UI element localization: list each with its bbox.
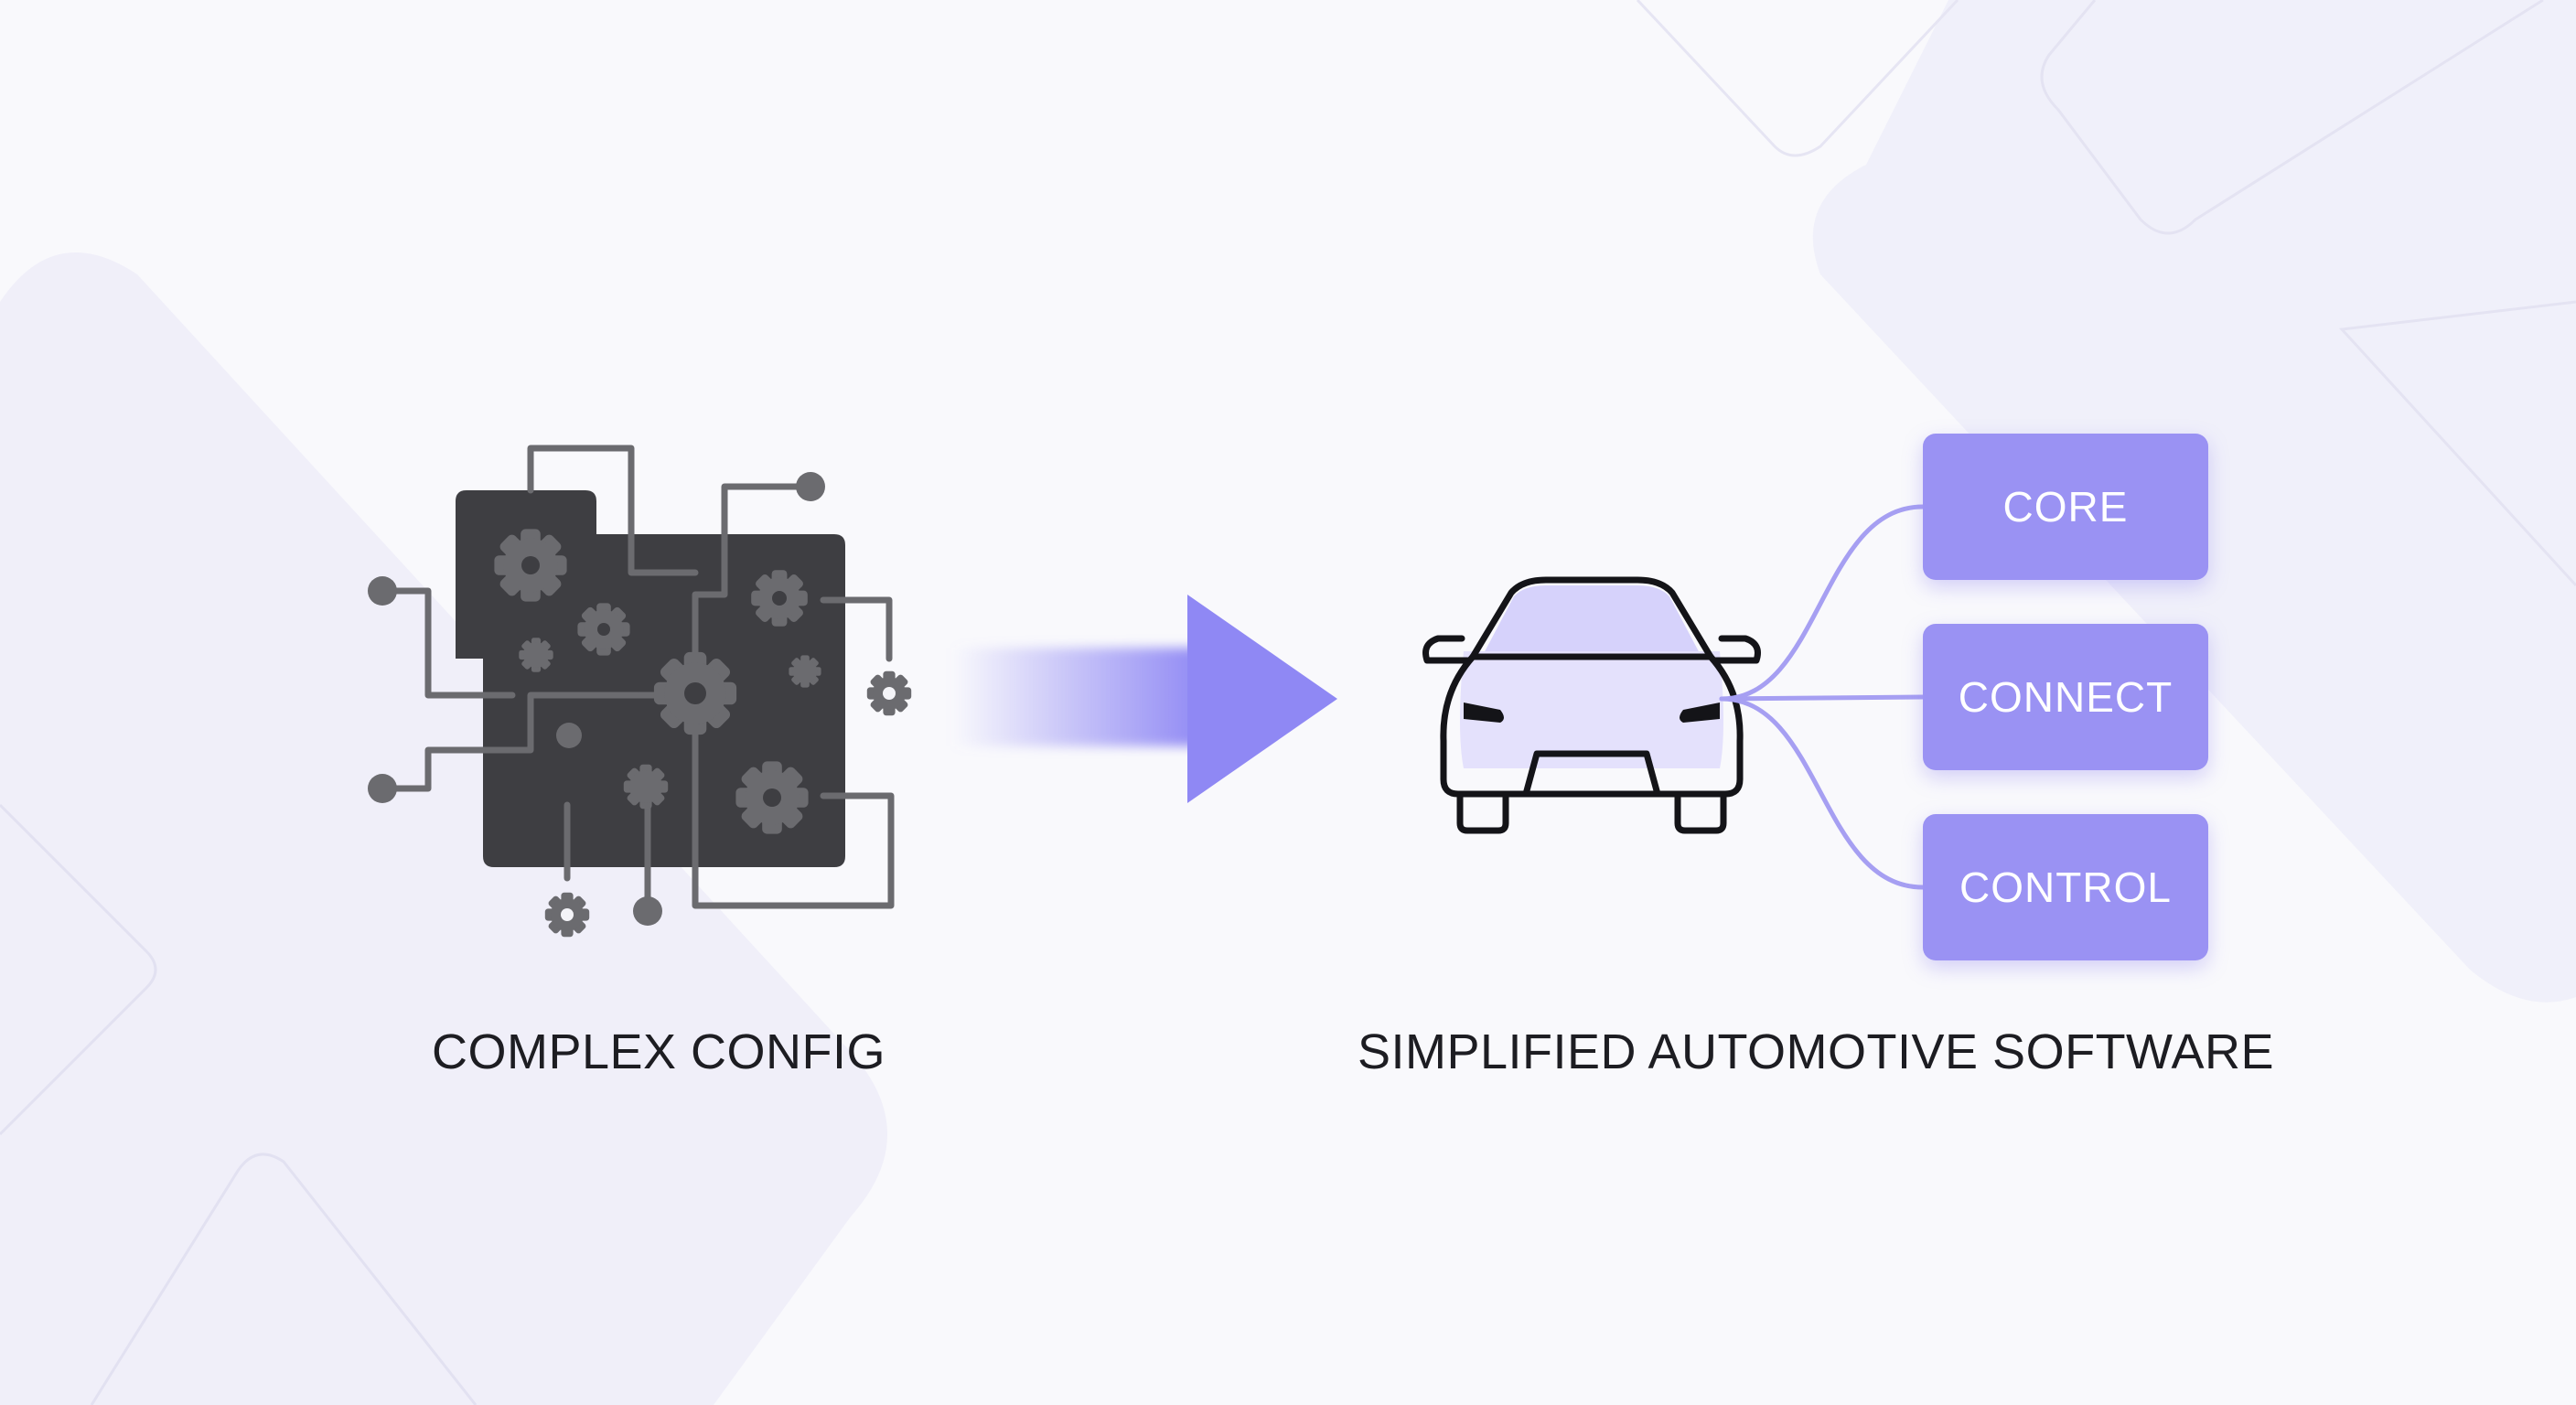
right-arrow-icon (951, 595, 1337, 803)
module-control-box: CONTROL (1923, 814, 2208, 960)
simplified-software-caption: SIMPLIFIED AUTOMOTIVE SOFTWARE (1357, 1024, 2275, 1079)
module-connect-label: CONNECT (1958, 673, 2174, 721)
complex-config-gears-icon (368, 445, 912, 938)
complex-config-caption: COMPLEX CONFIG (431, 1024, 886, 1079)
module-control-label: CONTROL (1959, 863, 2172, 911)
car-front-icon (1422, 576, 1761, 834)
module-core-box: CORE (1923, 434, 2208, 580)
module-connectors (1719, 504, 1926, 890)
module-core-label: CORE (2002, 483, 2129, 531)
module-connect-box: CONNECT (1923, 624, 2208, 770)
